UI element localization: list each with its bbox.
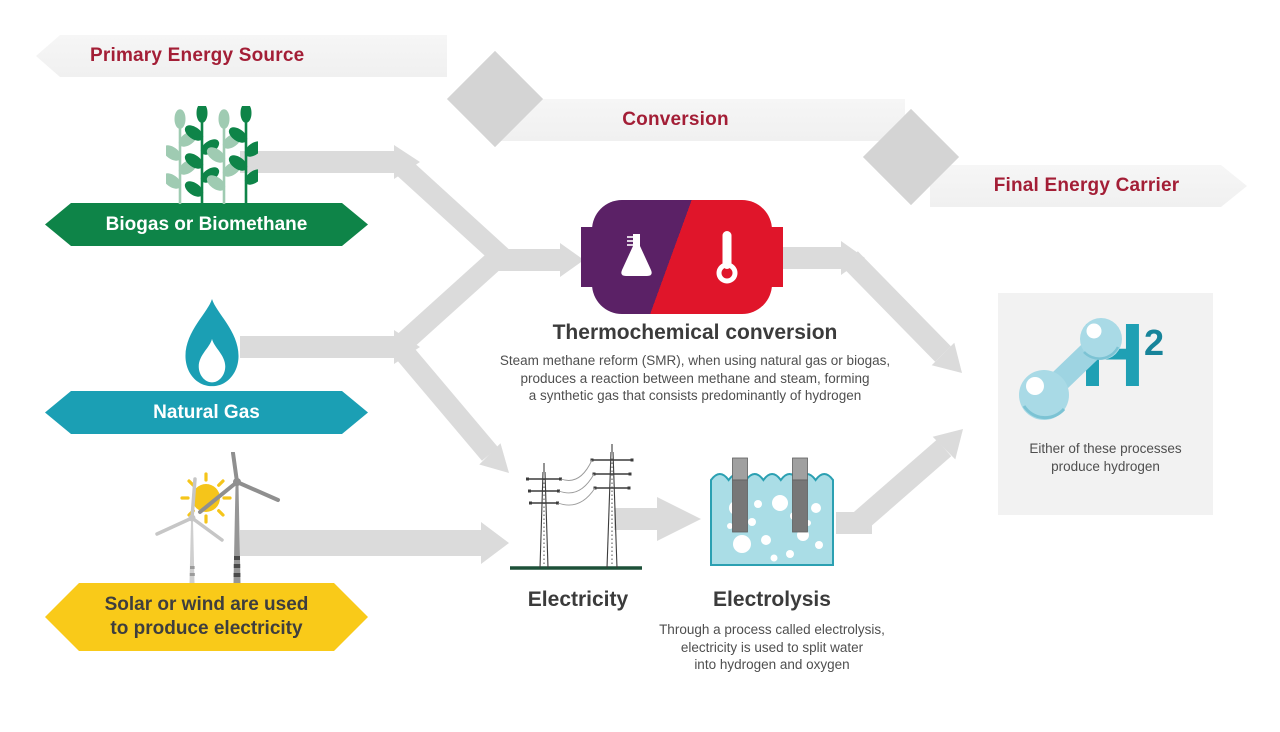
source-banner-natural-gas: Natural Gas xyxy=(45,391,368,434)
electrolysis-desc-line3: into hydrogen and oxygen xyxy=(694,657,850,672)
electricity-title: Electricity xyxy=(527,588,629,611)
source-biogas-label: Biogas or Biomethane xyxy=(105,213,308,235)
thermometer-icon xyxy=(716,231,738,284)
electrolysis-title: Electrolysis xyxy=(713,588,831,611)
thermochemical-title: Thermochemical conversion xyxy=(552,321,838,344)
tank-left-nub xyxy=(581,227,594,287)
electrolysis-desc-line1: Through a process called electrolysis, xyxy=(659,622,885,637)
final-carrier-caption: Either of these processes produce hydrog… xyxy=(998,440,1213,476)
tank-right-nub xyxy=(770,227,783,287)
header-final-label: Final Energy Carrier xyxy=(993,175,1180,196)
source-renewables-label-line1: Solar or wind are used xyxy=(104,594,309,615)
flask-icon xyxy=(621,234,652,276)
plant-icon xyxy=(166,106,258,204)
electrolysis-desc-line2: electricity is used to split water xyxy=(680,639,864,655)
h2-molecule-icon xyxy=(1019,318,1122,420)
electrolysis-text-block: Through a process called electrolysis, e… xyxy=(617,621,927,674)
source-natural-gas-label: Natural Gas xyxy=(153,401,260,423)
power-lines-icon xyxy=(510,444,642,570)
thermochemical-desc-line3: a synthetic gas that consists predominan… xyxy=(528,388,862,403)
source-banner-biogas: Biogas or Biomethane xyxy=(45,203,368,246)
electrolysis-tank-icon xyxy=(710,457,834,566)
header-primary-label: Primary Energy Source xyxy=(90,45,305,66)
header-final-energy-carrier: Final Energy Carrier xyxy=(930,165,1247,207)
source-banner-renewables: Solar or wind are used to produce electr… xyxy=(45,583,368,651)
final-carrier-caption-line1: Either of these processes xyxy=(1029,441,1182,456)
header-primary-energy-source: Primary Energy Source xyxy=(36,35,447,77)
final-carrier-caption-line2: produce hydrogen xyxy=(1051,459,1160,474)
source-renewables-label-line2: to produce electricity xyxy=(110,618,303,639)
thermochemical-text-block: Thermochemical conversion Steam methane … xyxy=(445,321,945,405)
final-carrier-box: H 2 Either of these processes produce hy… xyxy=(998,293,1213,515)
header-conversion-label: Conversion xyxy=(622,109,729,130)
wind-turbine-sun-icon xyxy=(155,452,280,583)
header-conversion: Conversion xyxy=(490,99,905,141)
flame-icon xyxy=(185,299,239,387)
h2-superscript: 2 xyxy=(1144,322,1165,363)
thermochemical-desc-line2: produces a reaction between methane and … xyxy=(520,370,870,386)
thermochemical-desc-line1: Steam methane reform (SMR), when using n… xyxy=(499,353,891,368)
chemical-tank-icon xyxy=(592,200,772,314)
